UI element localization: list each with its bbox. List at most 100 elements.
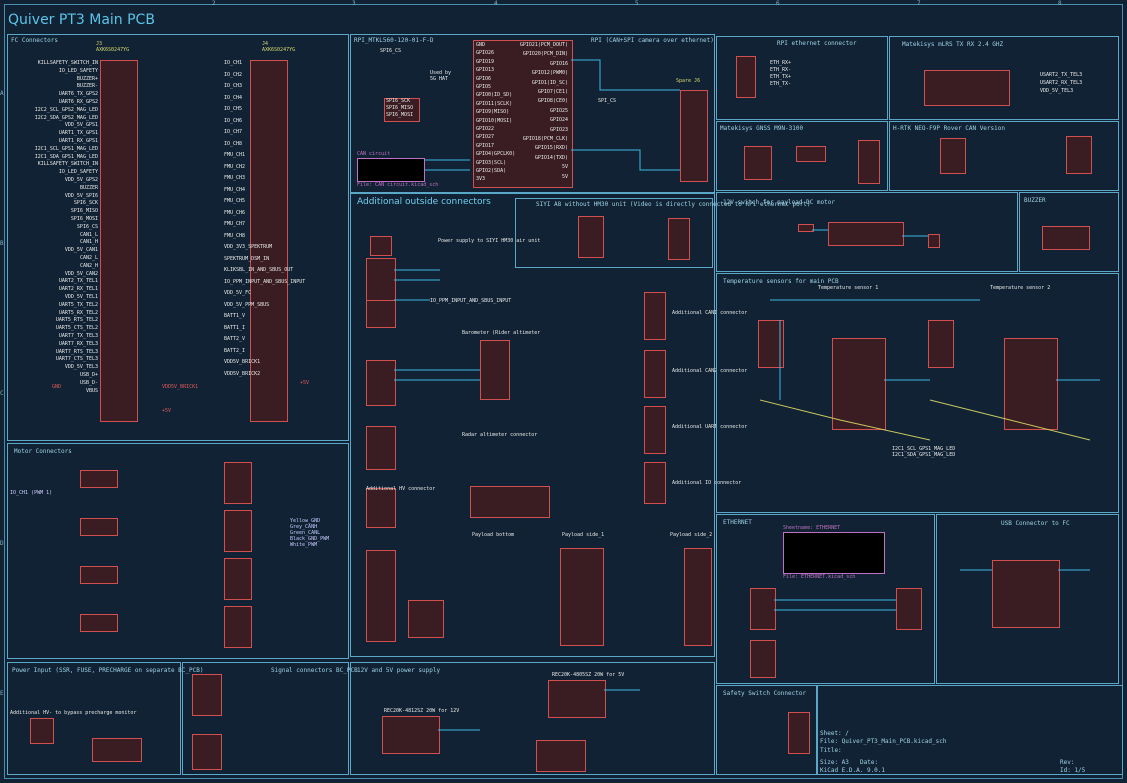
- jumper-block-2[interactable]: [928, 320, 954, 368]
- ssr-k1[interactable]: [828, 222, 904, 246]
- block-title: RPI ethernet connector: [777, 40, 857, 47]
- signal-j44[interactable]: [192, 734, 222, 770]
- ssr-k3[interactable]: [92, 738, 142, 762]
- rpi-left-item: GPIO13: [476, 67, 495, 74]
- temp-sensor-ic2[interactable]: [1004, 338, 1058, 430]
- siyi-power-j13[interactable]: [668, 218, 690, 260]
- add-can1-j16[interactable]: [644, 292, 666, 340]
- add-io-j23[interactable]: [644, 462, 666, 504]
- ruler-row-b: B: [0, 240, 4, 247]
- fc-left-item: VDD_5V_TEL3: [64, 364, 98, 371]
- fc-left-item: KILLSAFETY_SWITCH_IN: [37, 161, 98, 168]
- rtk-connector[interactable]: [940, 138, 966, 174]
- fc-left-item: VDD_5V_SPI6: [64, 192, 98, 199]
- ssr-u5[interactable]: [536, 740, 586, 772]
- used-by-5g-2: 5G HAT: [430, 76, 449, 82]
- motor-conn-j25[interactable]: [80, 470, 118, 488]
- rpi-header-j1[interactable]: [473, 40, 573, 188]
- block-title: Matekisys mLRS TX RX 2.4 GHZ: [902, 41, 1004, 48]
- j14-connector[interactable]: [370, 236, 392, 256]
- eth-tx-plus: ETH_TX+: [770, 74, 792, 80]
- can-circuit-file: File: CAN circuit.kicad_sch: [357, 182, 439, 188]
- payload-side1-j29[interactable]: [560, 548, 604, 646]
- fc-right-item: VDD_3V3_SPEKTRUM: [224, 244, 273, 250]
- resistor-r1[interactable]: [798, 224, 814, 232]
- dcdc-ps2[interactable]: [382, 716, 440, 754]
- eth-rx-minus: ETH_RX-: [770, 67, 792, 73]
- siyi-connector[interactable]: [578, 216, 604, 258]
- rpi-right-item: GPIO8(CE0): [537, 98, 568, 105]
- connector-j2[interactable]: [736, 56, 756, 98]
- tb-file: File: Quiver_PT3_Main_PCB.kicad_sch: [820, 738, 947, 745]
- fc-left-item: SPI6_SCK: [73, 200, 98, 207]
- signal-j43[interactable]: [192, 674, 222, 716]
- connector-j4[interactable]: [250, 60, 288, 422]
- motor-signal-j23[interactable]: [224, 462, 252, 504]
- connector-j3[interactable]: [100, 60, 138, 422]
- j22-radar[interactable]: [366, 426, 396, 470]
- diode-d1[interactable]: [928, 234, 940, 248]
- temp-sensor-ic1[interactable]: [832, 338, 886, 430]
- block-rpi-ethernet: RPI ethernet connector: [716, 36, 888, 120]
- add-uart-j21[interactable]: [644, 406, 666, 454]
- payload-bottom-j31[interactable]: [366, 550, 396, 642]
- rpi-right-item: GPIO16: [549, 60, 568, 67]
- fc-left-item: CAN1_H: [79, 239, 98, 246]
- eth-conn-j41[interactable]: [750, 640, 776, 678]
- tb-id: Id: 1/5: [1060, 767, 1086, 774]
- fc-left-item: BUZZER+: [76, 75, 98, 82]
- fc-left-item: I2C1_SDA_GPS1_MAG_LED: [34, 153, 98, 160]
- rtk-connector-2[interactable]: [1066, 136, 1092, 174]
- block-title: 12V switch for payload DC motor: [723, 199, 835, 206]
- gnss-mounting[interactable]: [744, 146, 772, 180]
- j20-connector[interactable]: [366, 360, 396, 406]
- power-in-j18[interactable]: [30, 718, 54, 744]
- rpi-right-item: GPIO14(TXD): [534, 154, 568, 161]
- spi6-cs-label: SPI6_CS: [380, 48, 402, 54]
- spare-connector-j6[interactable]: [680, 90, 708, 182]
- can-circuit-sheet[interactable]: [357, 158, 425, 182]
- barometer-j18[interactable]: [480, 340, 510, 400]
- safety-j50[interactable]: [788, 712, 810, 754]
- ssr-k2[interactable]: [470, 486, 550, 518]
- rx-module-j5[interactable]: [924, 70, 1010, 106]
- motor-conn-j42[interactable]: [80, 614, 118, 632]
- ruler-col-4: 4: [494, 0, 498, 7]
- fc-left-item: KILLSAFETY_SWITCH_IN: [37, 60, 98, 66]
- used-by-5g: Used by: [430, 70, 452, 76]
- add-can2-j19[interactable]: [644, 350, 666, 398]
- block-siyi: SIYI A8 without HM30 unit (Video is dire…: [515, 198, 811, 268]
- dcdc-ps1[interactable]: [548, 680, 606, 718]
- fc-right-item: VDD5V_BRICK1: [224, 359, 261, 365]
- buzzer-ls1[interactable]: [1042, 226, 1090, 250]
- ethernet-sheet[interactable]: [783, 532, 885, 574]
- fc-right-item: FMU_CH3: [224, 175, 246, 181]
- motor-signal-j32[interactable]: [224, 558, 252, 600]
- motor-conn-j28[interactable]: [80, 518, 118, 536]
- fc-right-item: IO_CH4: [224, 94, 243, 101]
- j15-connector[interactable]: [366, 258, 396, 306]
- eth-labels-bottom: [408, 600, 444, 638]
- payload-bottom-label: Payload bottom: [472, 532, 515, 538]
- block-title: Matekisys GNSS M9N-3100: [720, 125, 804, 132]
- rpi-left-item: GPIO19: [476, 58, 495, 65]
- motor-signal-j40[interactable]: [224, 606, 252, 648]
- eth-conn-j38[interactable]: [750, 588, 776, 630]
- fc-left-item: I2C1_SCL_GPS1_MAG_LED: [34, 145, 98, 152]
- rpi-left-item: GPIO6: [476, 75, 492, 82]
- usb-connector-j33[interactable]: [992, 560, 1060, 628]
- gnss-connector-j9[interactable]: [858, 140, 880, 184]
- block-title: ETHERNET: [723, 519, 752, 526]
- eth-conn-j36[interactable]: [896, 588, 922, 630]
- usart2-rx: USART2_RX_TEL3: [1040, 80, 1083, 86]
- block-title: Safety Switch Connector: [723, 690, 807, 697]
- block-j1-name: RPI_MTKL560-120-01-F-D: [354, 37, 434, 44]
- payload-side1-label: Payload side_1: [562, 532, 605, 538]
- motor-conn-j34[interactable]: [80, 566, 118, 584]
- j26-hv[interactable]: [366, 488, 396, 528]
- fc-left-item: VDD_5V_CAN1: [64, 247, 98, 254]
- motor-signal-j27[interactable]: [224, 510, 252, 552]
- payload-side2-j30[interactable]: [684, 548, 712, 646]
- j3-part: AXK6S0247YG: [96, 47, 130, 53]
- j17-connector[interactable]: [366, 300, 396, 328]
